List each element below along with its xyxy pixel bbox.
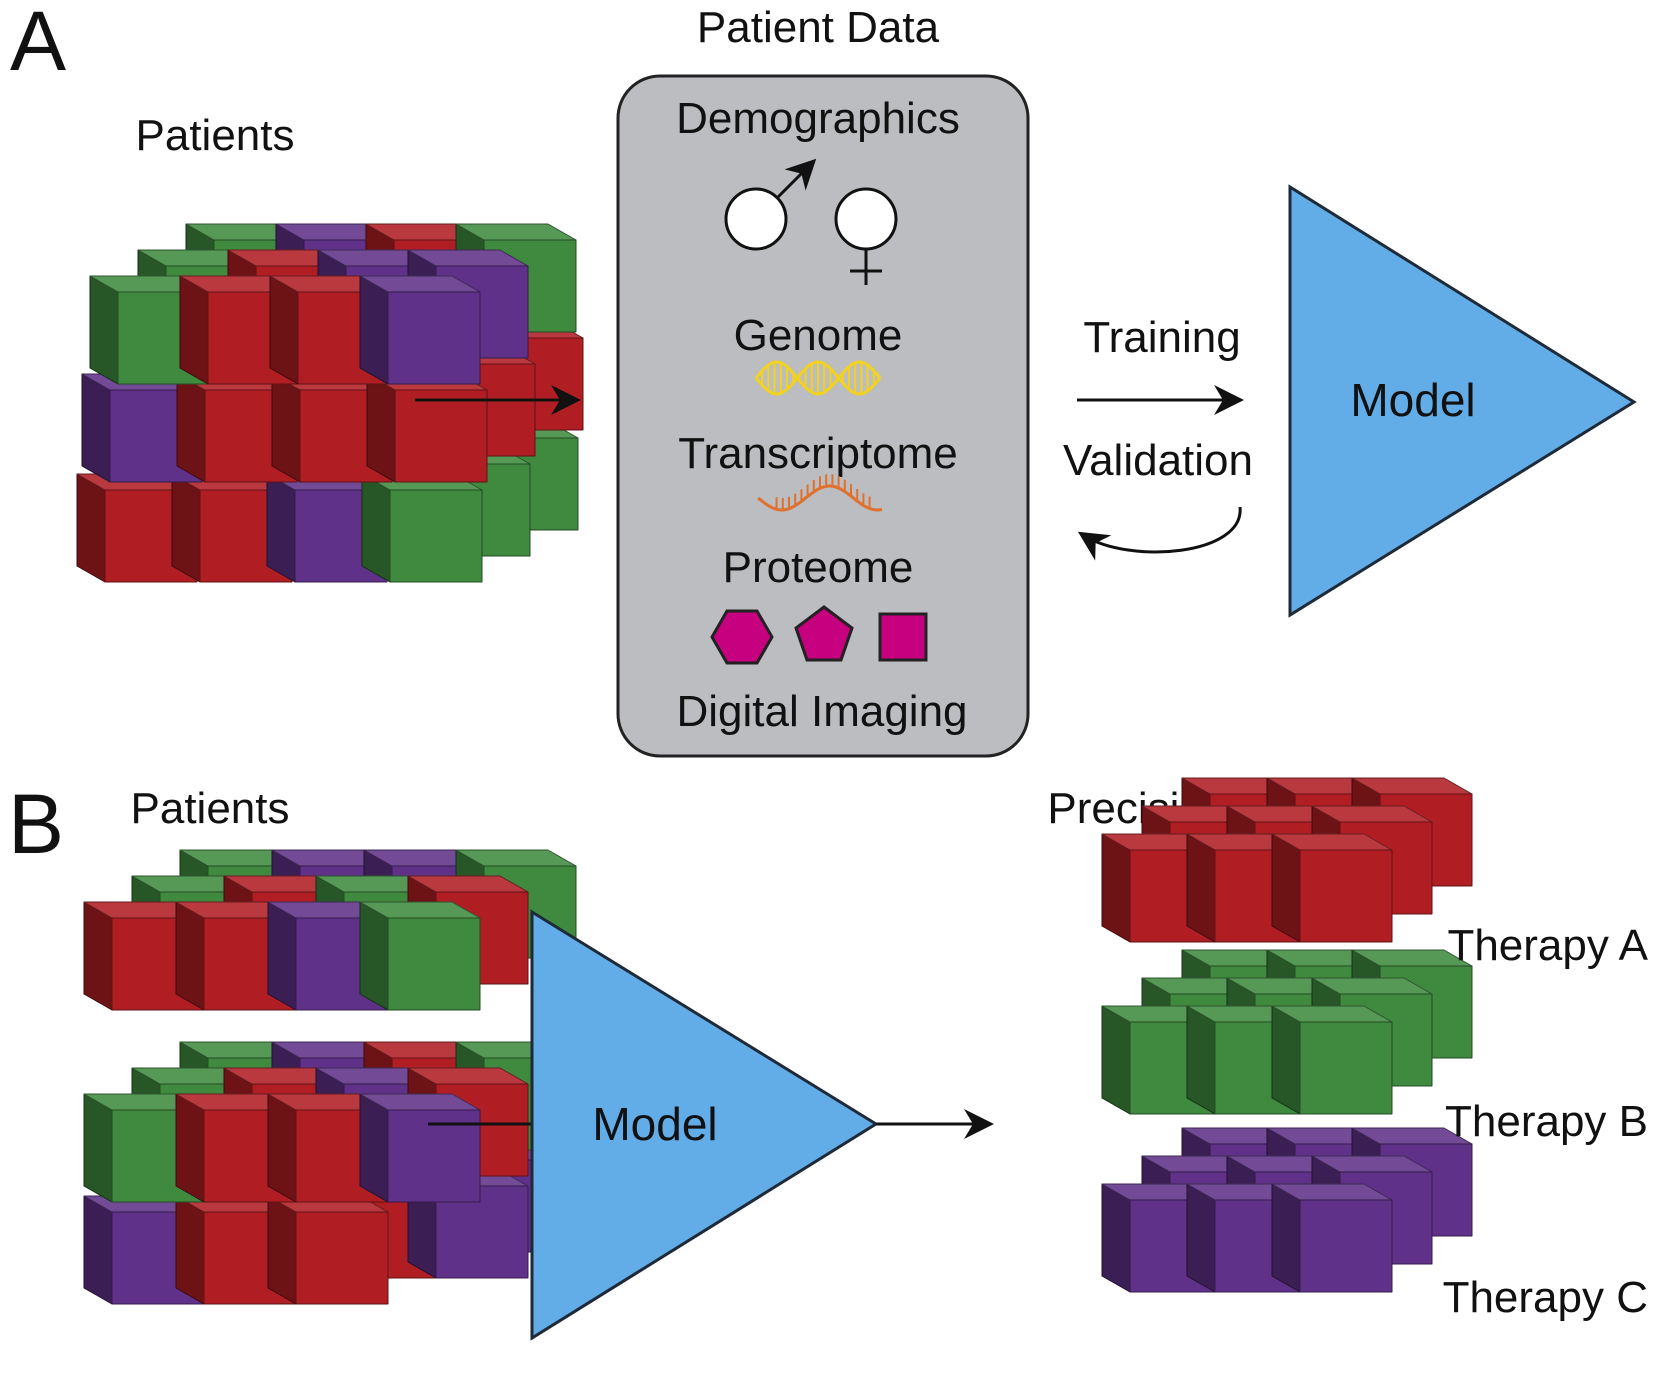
- therapy-c-label: Therapy C: [1443, 1273, 1648, 1322]
- panel-b-patients-label: Patients: [131, 784, 290, 833]
- male-symbol-icon: [724, 158, 817, 251]
- cube: [359, 1093, 481, 1203]
- patient-data-title: Patient Data: [697, 3, 940, 52]
- digital-imaging-label: Digital Imaging: [676, 687, 967, 736]
- transcriptome-label: Transcriptome: [678, 429, 958, 478]
- cube: [361, 473, 483, 583]
- square-protein-icon: [878, 612, 928, 662]
- cube: [359, 275, 481, 385]
- dna-double-helix-icon: [754, 360, 882, 396]
- proteome-shapes: [710, 605, 928, 665]
- cube: [267, 1195, 389, 1305]
- panel-b-letter: B: [8, 777, 64, 871]
- female-symbol-icon: [834, 187, 898, 285]
- model-label-b: Model: [592, 1098, 717, 1150]
- panel-a-patients-label: Patients: [136, 111, 295, 160]
- rna-backbone: [757, 484, 883, 512]
- proteome-label: Proteome: [723, 543, 914, 592]
- validation-label: Validation: [1063, 436, 1253, 485]
- therapy-cube-groups: [1101, 777, 1473, 1293]
- demographics-label: Demographics: [676, 94, 960, 143]
- dna-strand: [754, 360, 882, 396]
- patients-cube-cluster-a: [76, 223, 584, 583]
- cube: [1271, 1183, 1393, 1293]
- patient-data-box: [616, 74, 1030, 758]
- model-triangle-a: [1288, 184, 1637, 618]
- pentagon-protein-icon: [794, 605, 854, 662]
- hexagon-protein-icon: [710, 609, 774, 665]
- model-label-a: Model: [1350, 374, 1475, 426]
- cube: [366, 373, 488, 483]
- training-label: Training: [1083, 313, 1240, 362]
- rna-strand-icon: [757, 474, 883, 512]
- dna-strand: [754, 360, 882, 396]
- cube: [359, 901, 481, 1011]
- panel-a: A Patients Patient Data Demographics Gen…: [10, 0, 1637, 758]
- patients-cube-layers-b: [83, 849, 577, 1305]
- validation-arrow: [1077, 506, 1242, 561]
- cube: [1271, 1005, 1393, 1115]
- model-triangle-b: [530, 909, 879, 1341]
- cube: [1271, 833, 1393, 943]
- panel-a-letter: A: [10, 0, 66, 88]
- therapy-a-label: Therapy A: [1447, 921, 1648, 970]
- panel-b: B Patients Model Precision Medicine Ther…: [8, 777, 1649, 1341]
- therapy-b-label: Therapy B: [1445, 1097, 1648, 1146]
- genome-label: Genome: [734, 311, 903, 360]
